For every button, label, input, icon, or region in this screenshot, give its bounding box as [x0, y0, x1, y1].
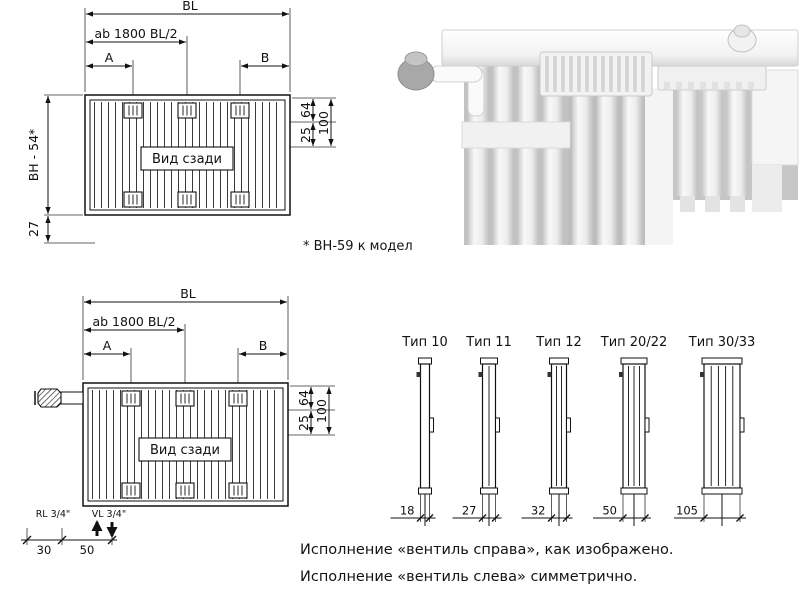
dim-b-label: B	[261, 50, 270, 65]
dim-27-label: 27	[26, 221, 41, 237]
dimension-lines	[21, 299, 332, 541]
dim-vl-label: VL 3/4"	[92, 509, 126, 520]
top-trim	[657, 65, 767, 91]
dim-100-label: 100	[316, 111, 331, 135]
type-profile-11: Тип 11 27	[452, 335, 512, 526]
footnote: * BH-59 к модел	[303, 239, 413, 254]
dim-ab-label: ab 1800 BL/2	[94, 26, 177, 41]
dim-bl-label: BL	[182, 0, 198, 13]
view-label-box: Вид сзади	[138, 437, 232, 462]
type-profile-20-22: Тип 20/22 50	[593, 335, 667, 526]
dimension-ticks	[22, 535, 117, 545]
type-20-22-depth: 50	[602, 504, 617, 518]
type-30-33-label: Тип 30/33	[688, 335, 756, 350]
dim-64-label: 64	[296, 390, 311, 406]
footer-notes: Исполнение «вентиль справа», как изображ…	[300, 537, 673, 591]
type-profile-10: Тип 10 18	[390, 335, 448, 526]
dim-rl-label: RL 3/4"	[36, 509, 71, 520]
view-label-box: Вид сзади	[140, 146, 234, 171]
dim-bl-label: BL	[180, 288, 196, 301]
dim-100-label: 100	[314, 399, 329, 423]
dim-ab-label: ab 1800 BL/2	[92, 314, 175, 329]
dim-b-label: B	[259, 338, 268, 353]
type-profile-12: Тип 12 32	[521, 335, 582, 526]
type-20-22-label: Тип 20/22	[600, 335, 668, 350]
view-label: Вид сзади	[152, 152, 222, 167]
type-profiles: Тип 10 18 Тип 11	[390, 335, 755, 526]
dimension-lines	[45, 11, 334, 242]
dimension-labels: BL ab 1800 BL/2 A B 64 100 25 BH - 54* 2…	[26, 0, 331, 237]
type-10-label: Тип 10	[401, 335, 448, 350]
type-11-depth: 27	[462, 504, 477, 518]
connection-arrows	[91, 520, 118, 538]
dim-a-label: A	[103, 338, 112, 353]
type-10-depth: 18	[400, 504, 415, 518]
dim-bh-label: BH - 54*	[26, 129, 41, 182]
bottom-dimension-drawing: Вид сзади BL ab 1800 BL/2 A B 64 100 25 …	[21, 288, 335, 557]
thermostat-valve	[34, 388, 84, 408]
top-dimension-drawing: Вид сзади BL ab 1800 BL/2 A B 64 100 25 …	[26, 0, 336, 244]
type-12-depth: 32	[531, 504, 546, 518]
footer-note-left-valve: Исполнение «вентиль слева» симметрично.	[300, 569, 638, 585]
footer-note-right-valve: Исполнение «вентиль справа», как изображ…	[300, 542, 674, 558]
bracket-slots	[126, 393, 243, 496]
dim-30-label: 30	[37, 543, 52, 557]
end-plug	[727, 24, 757, 53]
valve	[397, 51, 485, 117]
dimension-labels: BL ab 1800 BL/2 A B 64 100 25 RL 3/4" VL…	[36, 288, 329, 557]
type-30-33-depth: 105	[676, 504, 698, 518]
dim-64-label: 64	[298, 102, 313, 118]
bracket-slots	[128, 105, 245, 205]
dim-a-label: A	[105, 50, 114, 65]
dim-25-label: 25	[296, 415, 311, 431]
type-profile-30-33: Тип 30/33 105	[674, 335, 755, 526]
dim-25-label: 25	[298, 127, 313, 143]
view-label: Вид сзади	[150, 443, 220, 458]
fin-molding-band	[461, 121, 571, 149]
type-11-label: Тип 11	[465, 335, 512, 350]
top-grille	[539, 51, 653, 97]
radiator-photo	[390, 10, 800, 248]
dim-50-label: 50	[80, 543, 95, 557]
type-12-label: Тип 12	[535, 335, 582, 350]
convector-fins	[468, 62, 799, 245]
